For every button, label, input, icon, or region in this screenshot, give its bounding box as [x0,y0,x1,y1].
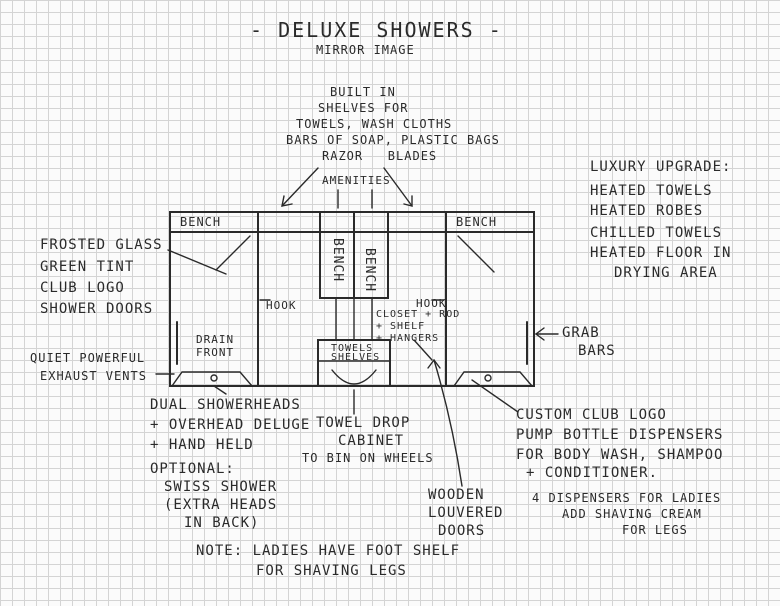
luxury-line: heated floor in [590,245,732,261]
shelves-note-line: Built in [330,85,396,99]
arrow-grab-bars-head [534,327,545,341]
dispensers-line: for body wash, shampoo [516,447,724,463]
exhaust-label: Quiet powerful [30,351,146,365]
drain-label: Drain [196,333,235,346]
drain-right [484,374,492,382]
arrow-shelves-right [383,167,413,207]
footer-note: Note: ladies have foot shelf [196,543,461,559]
wooden-doors-label: Wooden [428,487,485,503]
showerheads-label: Dual showerheads [150,397,301,413]
drain-left [210,374,218,382]
optional-label: Optional: [150,461,235,477]
arrow-wooden-doors-head [427,358,441,369]
optional-label: (extra heads [164,497,278,513]
towel-drop-label: cabinet [338,433,405,449]
exhaust-label: exhaust vents [40,369,147,383]
bench-label-left: Bench [180,215,222,229]
doors-note-line: Frosted glass [40,237,163,253]
dispensers-line: + conditioner. [526,465,659,481]
towel-drop-label: to bin on wheels [302,451,434,465]
hook-label-left: Hook [266,299,297,312]
doors-note-line: club logo [40,280,125,296]
optional-label: Swiss shower [164,479,278,495]
arrow-wooden-doors [433,359,463,487]
towel-drop-label: Towel drop [316,415,411,431]
towels-shelves-label: shelves [331,352,381,363]
arrow-closet [413,339,433,361]
shelves-note-line: shelves for [318,101,409,115]
bench-label-center-left: Bench [330,238,345,283]
hook-label-right: Hook [416,297,447,310]
arrow-shelves-left-head [281,195,293,207]
amenities-label: Amenities [322,174,391,187]
door-swing-left [215,235,251,271]
drain-label: front [196,346,235,359]
doors-note-line: green tint [40,259,135,275]
grab-bars-label: bars [578,343,616,359]
closet-label: + hangers [376,333,440,344]
grab-bars-label: Grab [562,325,600,341]
door-swing-right [457,235,495,273]
luxury-line: heated towels [590,183,713,199]
dispensers-line: 4 dispensers for ladies [532,491,722,505]
shelves-note-line: towels, wash cloths [296,117,453,131]
page-subtitle: Mirror Image [316,43,415,57]
floor-corner-right [453,371,533,387]
towels-shelves-label: Towels [331,343,374,354]
optional-label: in back) [184,515,260,531]
dispensers-line: add shaving cream [562,507,702,521]
towel-drop-arc [331,369,377,385]
footer-note: for shaving legs [256,563,407,579]
wooden-doors-label: doors [438,523,486,539]
page-title: - Deluxe Showers - [250,18,503,42]
arrow-doors [167,249,227,275]
shelves-note-line: bars of soap, plastic bags [286,133,500,147]
arrow-shelves-left [281,167,319,207]
luxury-line: heated robes [590,203,704,219]
closet-label: Closet + rod [376,309,461,320]
arrow-shelves-right-head [403,195,413,207]
bench-label-right: Bench [456,215,498,229]
floor-corner-left [171,371,253,387]
wooden-doors-label: louvered [428,505,504,521]
luxury-line: chilled towels [590,225,723,241]
dispensers-line: Custom club logo [516,407,667,423]
arrow-showerheads [213,385,227,395]
towel-shelves-box [317,339,391,387]
showerheads-label: + hand held [150,437,254,453]
shelves-note-line: razor blades [322,149,438,163]
doors-note-line: shower doors [40,301,154,317]
showerheads-label: + overhead deluge [150,417,311,433]
arrow-dispensers [471,379,519,413]
bench-label-center-right: Bench [362,248,377,293]
dispensers-line: pump bottle dispensers [516,427,724,443]
dispensers-line: for legs [622,523,688,537]
closet-label: + shelf [376,321,426,332]
luxury-line: drying area [614,265,718,281]
luxury-line: Luxury upgrade: [590,159,732,175]
